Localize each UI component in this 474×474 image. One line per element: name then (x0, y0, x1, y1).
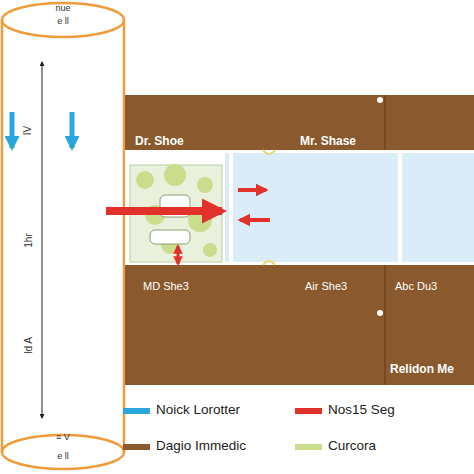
notch (263, 150, 275, 154)
tissue-illustration (130, 165, 222, 262)
cell-blob (164, 164, 186, 186)
cylinder-column: nue e ll ≡ V e ll (0, 0, 128, 474)
cylinder-label: e ll (57, 17, 69, 27)
region-label: Air She3 (305, 280, 347, 292)
channel-divider (398, 153, 402, 262)
channel-divider (229, 153, 233, 262)
flow-arrow (240, 218, 270, 222)
legend-text: Nos15 Seg (328, 402, 395, 417)
band-divider (385, 95, 386, 150)
cylinder-label: ≡ V (56, 433, 70, 443)
channel-fluid (225, 153, 474, 262)
legend-text: Curcora (328, 438, 376, 453)
region-label: Mr. Shase (300, 135, 356, 148)
marker-dot (377, 310, 383, 316)
legend-text: Dagio Immedic (156, 438, 246, 453)
brown-band: Dr. Shoe Mr. Shase MD She3 Air She3 Abc Du3R… (125, 95, 474, 385)
cell-shape (150, 230, 190, 244)
cell-blob (203, 243, 217, 257)
cylinder-side (1, 20, 4, 452)
cylinder-label: e ll (57, 452, 69, 462)
cell-shape (160, 195, 190, 217)
band-divider (385, 265, 386, 385)
notch (263, 261, 275, 265)
dimension-label: ld A (23, 336, 34, 355)
legend-swatch (123, 408, 150, 414)
dimension-label: IV (22, 124, 33, 135)
region-label: Relidon Me (390, 363, 454, 376)
cylinder-top (2, 3, 124, 37)
cell-blob (197, 177, 213, 193)
legend-text: Noick Lorotter (156, 402, 240, 417)
dimension-label: 1hr (22, 232, 33, 248)
flow-arrow (10, 112, 15, 148)
cylinder-label: nue (55, 4, 70, 14)
flow-arrow (70, 112, 75, 148)
region-label: Dr. Shoe (135, 135, 184, 148)
flow-arrow (238, 188, 266, 192)
cell-blob (188, 208, 212, 232)
channel-ground (125, 150, 474, 265)
region-label: MD She3 (143, 280, 189, 292)
legend-swatch (295, 408, 322, 414)
cylinder-outline (0, 0, 128, 474)
entry-arrow (106, 207, 222, 215)
legend-swatch (123, 444, 150, 450)
dimension-line (42, 62, 43, 418)
legend-swatch (295, 444, 322, 450)
marker-dot (377, 97, 383, 103)
exchange-arrow (177, 246, 180, 264)
region-label: Abc Du3 (395, 280, 437, 292)
cell-blob (136, 171, 154, 189)
